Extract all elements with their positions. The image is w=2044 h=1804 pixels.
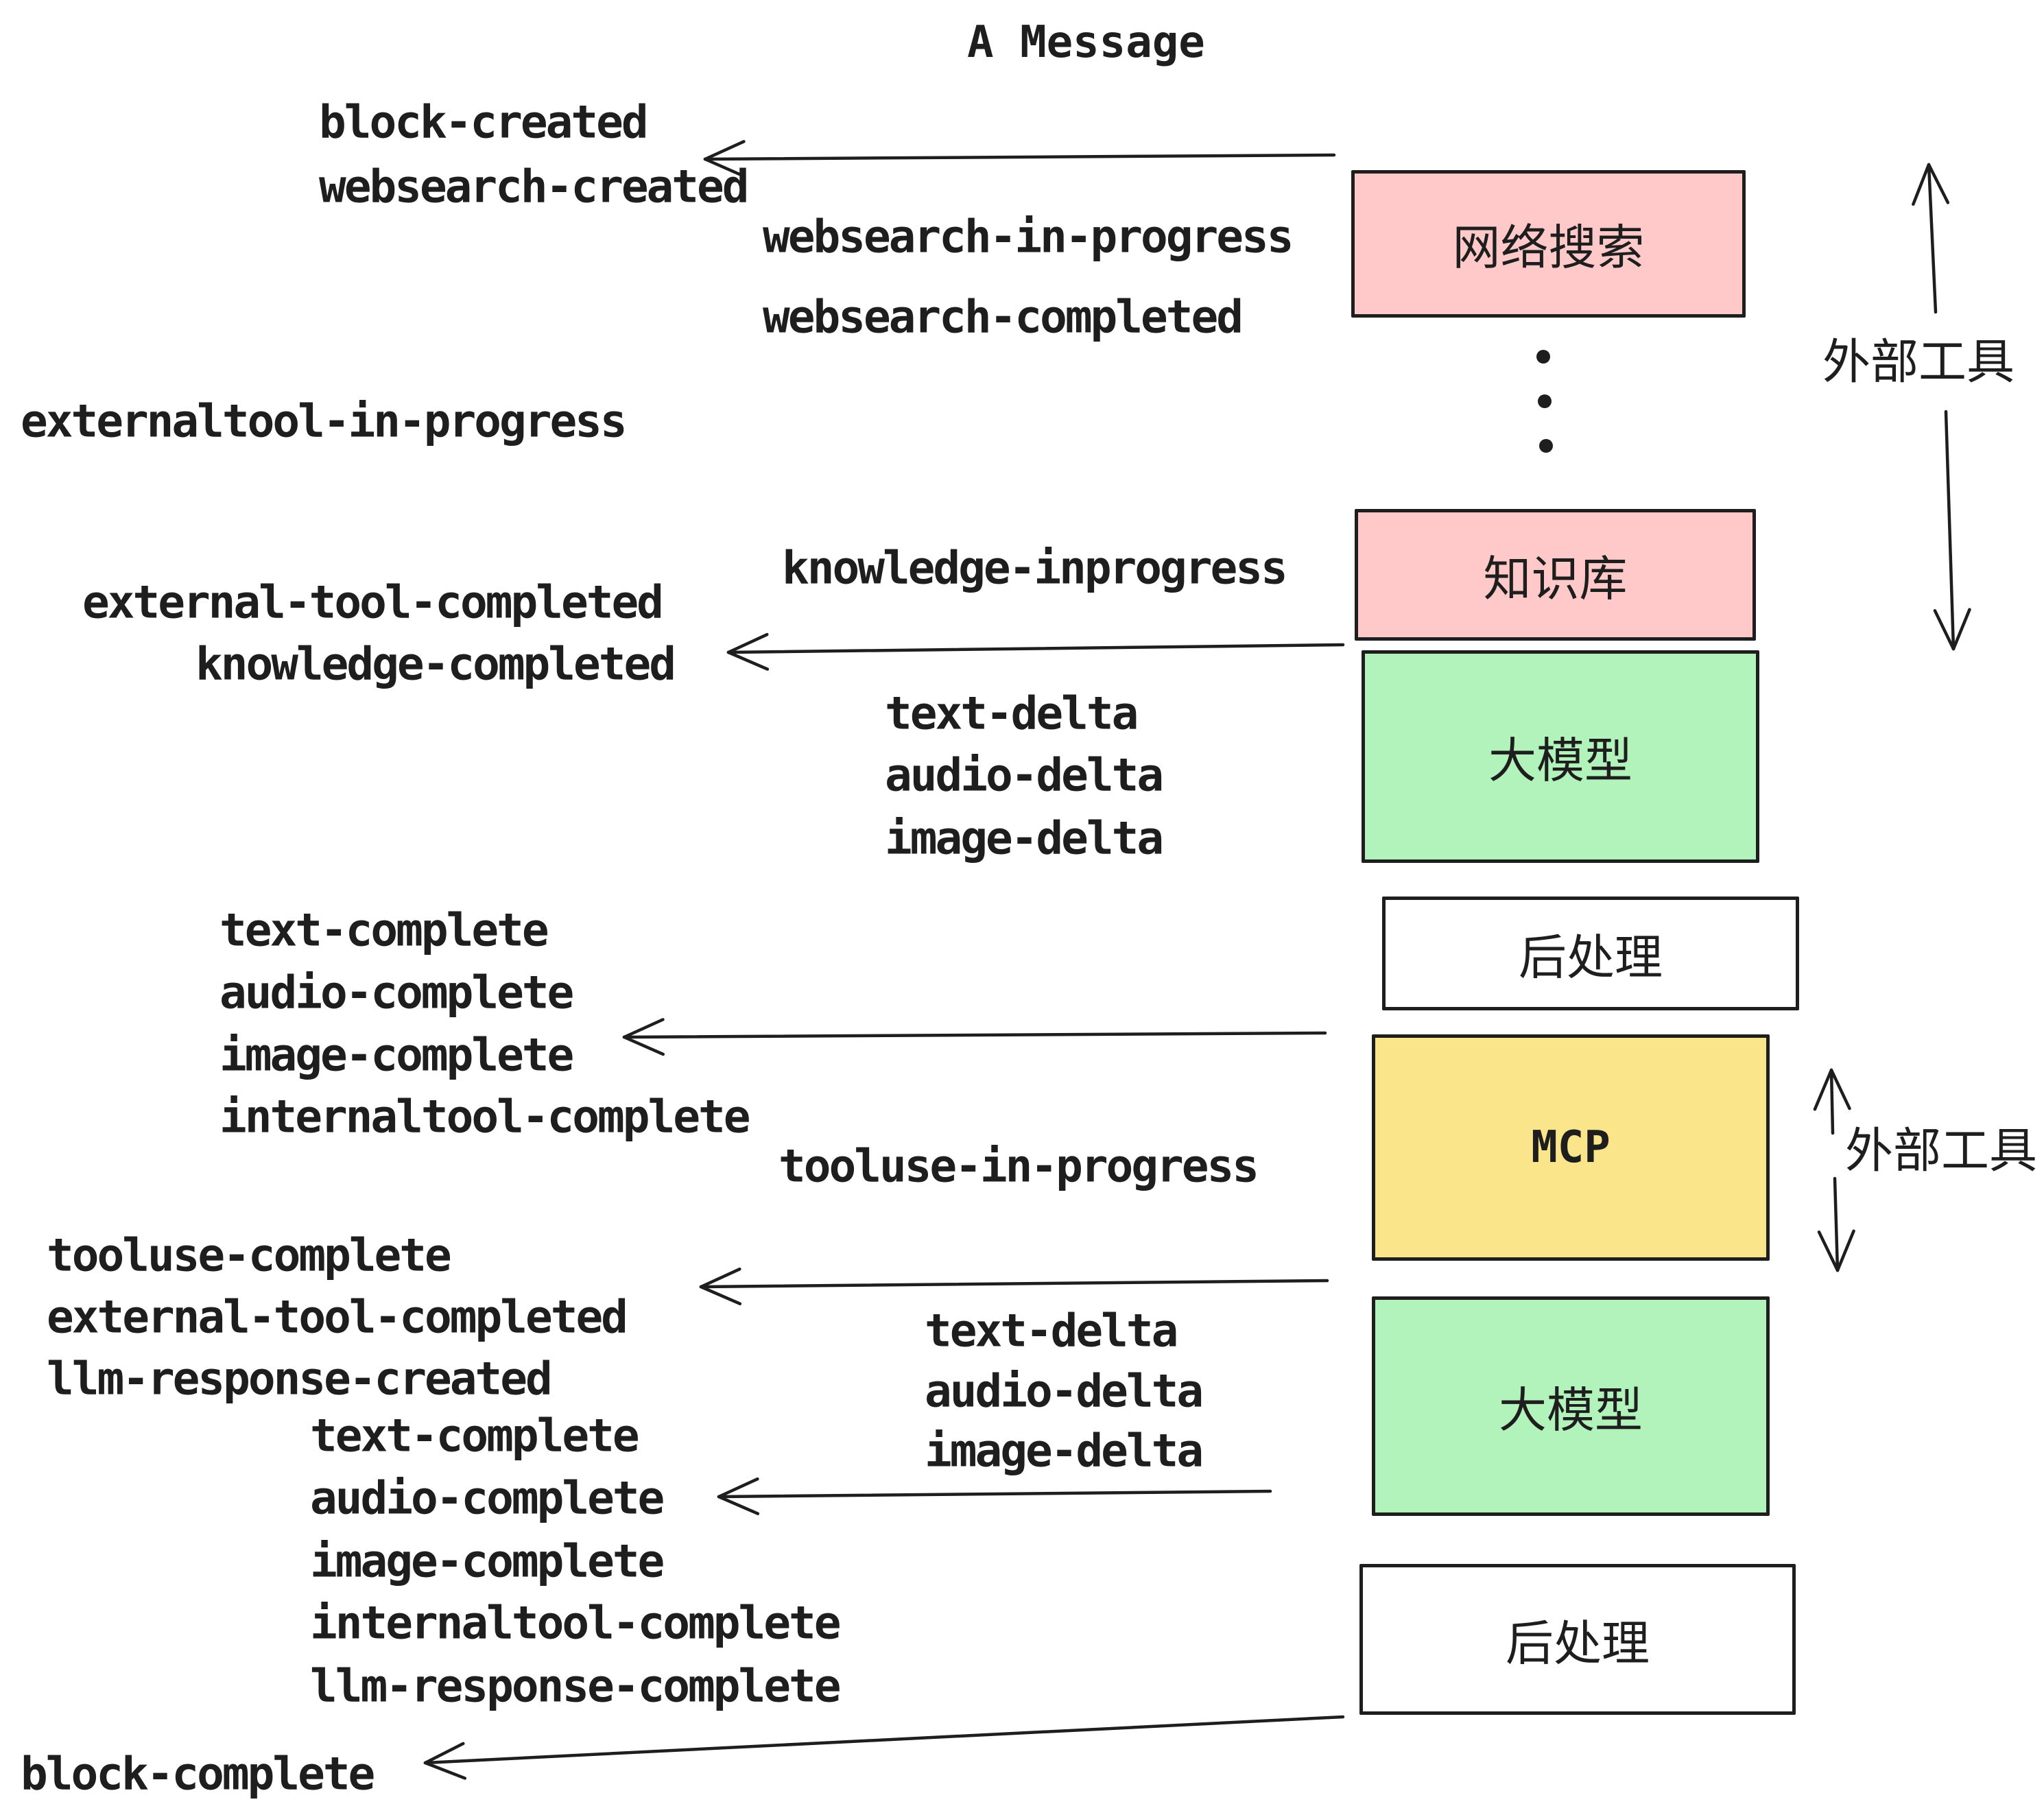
arrowhead	[699, 1285, 742, 1305]
event-block-created: block-created	[319, 95, 649, 149]
event-llm-response-complete: llm-response-complete	[310, 1659, 841, 1713]
event-audio-complete-1: audio-complete	[219, 966, 574, 1019]
arrow-to-block-created	[703, 140, 1336, 178]
event-knowledge-inprogress: knowledge-inprogress	[782, 541, 1288, 595]
arrow-to-audio-complete	[717, 1477, 1272, 1515]
arrow-external-tools-up-2	[1813, 1068, 1851, 1135]
arrowhead	[703, 140, 746, 161]
event-tooluse-complete: tooluse-complete	[47, 1229, 452, 1282]
arrowhead	[1817, 1230, 1840, 1272]
box-llm-2-label: 大模型	[1499, 1381, 1643, 1438]
event-internaltool-complete-2: internaltool-complete	[310, 1596, 841, 1650]
ellipsis-dot	[1538, 394, 1552, 408]
box-llm-2: 大模型	[1372, 1296, 1770, 1516]
diagram-title: A Message	[967, 17, 1205, 68]
arrowhead	[1912, 163, 1931, 206]
arrowhead	[1933, 608, 1956, 651]
box-websearch: 网络搜索	[1351, 170, 1746, 318]
arrowhead	[1835, 1229, 1855, 1272]
box-knowledge-label: 知识库	[1483, 550, 1628, 607]
arrow-to-knowledge-completed	[726, 632, 1345, 671]
box-postprocess-1-label: 后处理	[1519, 929, 1663, 986]
event-image-complete-2: image-complete	[310, 1534, 665, 1588]
box-postprocess-2-label: 后处理	[1506, 1615, 1650, 1672]
event-text-complete-2: text-complete	[310, 1409, 640, 1462]
arrowhead	[1829, 1068, 1851, 1111]
arrowhead	[423, 1742, 465, 1765]
arrowhead	[726, 632, 769, 654]
arrow-external-tools-up-1	[1912, 163, 1950, 314]
box-mcp-label: MCP	[1531, 1122, 1611, 1173]
event-websearch-in-progress: websearch-in-progress	[763, 210, 1294, 263]
arrowhead	[622, 1018, 665, 1039]
event-external-tool-completed-1: external-tool-completed	[82, 575, 664, 629]
arrowhead	[717, 1477, 759, 1499]
event-llm-response-created: llm-response-created	[47, 1352, 553, 1405]
arrowhead	[622, 1035, 665, 1056]
arrow-to-block-complete	[423, 1715, 1345, 1780]
event-text-delta-1: text-delta	[885, 687, 1139, 740]
annotation-external-tools-2: 外部工具	[1845, 1122, 2037, 1179]
box-knowledge: 知识库	[1355, 509, 1756, 641]
arrowhead	[717, 1495, 760, 1515]
box-llm-1: 大模型	[1362, 650, 1759, 863]
event-image-complete-1: image-complete	[219, 1028, 574, 1082]
arrow-to-tooluse-complete	[699, 1267, 1329, 1305]
arrowhead	[1813, 1068, 1833, 1111]
ellipsis-dot	[1536, 350, 1550, 364]
event-text-complete-1: text-complete	[219, 903, 549, 957]
event-websearch-created: websearch-created	[319, 160, 750, 213]
box-websearch-label: 网络搜索	[1452, 219, 1645, 276]
arrowhead	[423, 1761, 467, 1780]
event-audio-delta-1: audio-delta	[885, 748, 1164, 802]
arrowhead	[1927, 163, 1950, 204]
event-external-tool-completed-2: external-tool-completed	[47, 1290, 628, 1344]
event-knowledge-completed: knowledge-completed	[195, 637, 676, 691]
arrow-to-image-complete	[622, 1018, 1327, 1056]
event-image-delta-2: image-delta	[925, 1424, 1204, 1477]
event-text-delta-2: text-delta	[925, 1304, 1178, 1357]
box-llm-1-label: 大模型	[1488, 732, 1632, 789]
event-websearch-completed: websearch-completed	[763, 290, 1244, 344]
event-tooluse-in-progress: tooluse-in-progress	[779, 1139, 1259, 1193]
arrowhead	[726, 650, 770, 671]
event-audio-delta-2: audio-delta	[925, 1364, 1204, 1418]
ellipsis-dot	[1539, 439, 1553, 453]
annotation-external-tools-1: 外部工具	[1822, 333, 2015, 390]
event-audio-complete-2: audio-complete	[310, 1471, 665, 1525]
event-internaltool-complete-1: internaltool-complete	[219, 1090, 750, 1143]
box-postprocess-1: 后处理	[1382, 897, 1799, 1010]
arrow-external-tools-down-1	[1933, 410, 1971, 651]
event-externaltool-in-progress: externaltool-in-progress	[21, 394, 628, 448]
event-image-delta-1: image-delta	[885, 811, 1164, 865]
box-postprocess-2: 后处理	[1359, 1564, 1796, 1715]
arrowhead	[699, 1267, 741, 1289]
arrow-external-tools-down-2	[1817, 1176, 1855, 1272]
box-mcp: MCP	[1372, 1034, 1770, 1261]
event-block-complete: block-complete	[21, 1747, 375, 1801]
arrowhead	[1951, 608, 1971, 651]
